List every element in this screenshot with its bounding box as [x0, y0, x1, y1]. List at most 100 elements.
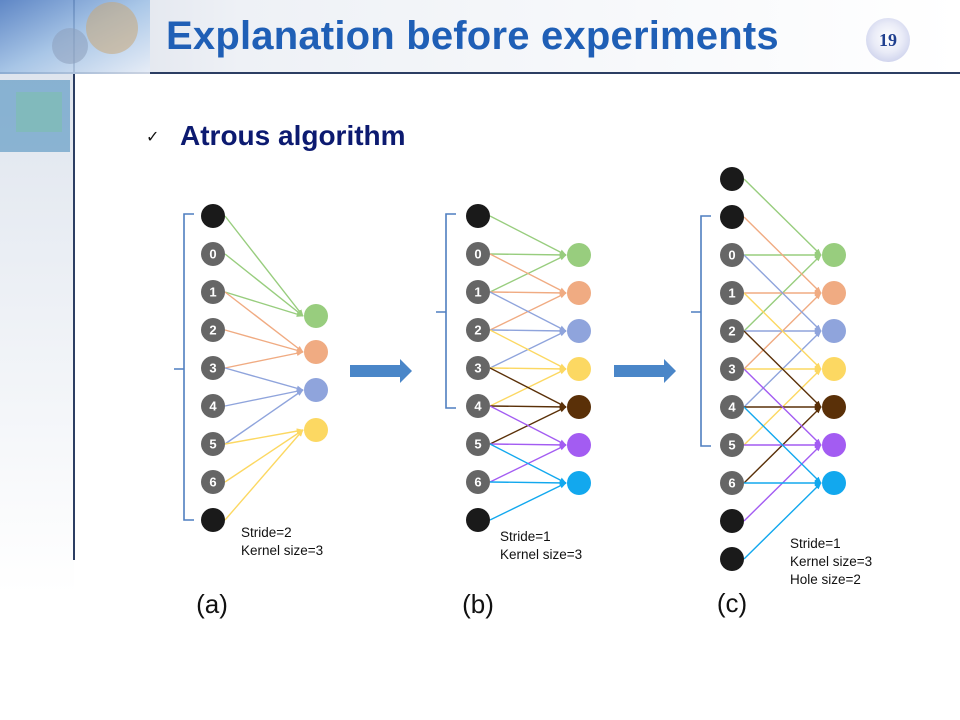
input-node-label: 0 [728, 248, 735, 263]
input-node [201, 242, 225, 266]
input-node-label: 4 [209, 399, 217, 414]
transition-arrow [614, 359, 676, 383]
page-title: Explanation before experiments [166, 14, 779, 58]
input-node-label: 3 [728, 362, 735, 377]
input-bracket [436, 213, 456, 409]
padding-node [720, 205, 744, 229]
connection-arrow [224, 428, 304, 445]
input-node-label: 6 [474, 475, 481, 490]
bullet-text: Atrous algorithm [180, 120, 406, 151]
connection-arrow [489, 291, 567, 332]
padding-node [201, 508, 225, 532]
input-node [466, 470, 490, 494]
connection-arrow [224, 291, 304, 353]
padding-node [201, 204, 225, 228]
connection-arrow [743, 216, 822, 294]
input-node [201, 394, 225, 418]
input-node [466, 280, 490, 304]
padding-node [720, 167, 744, 191]
input-node-label: 5 [728, 438, 735, 453]
connection-arrow [743, 482, 822, 560]
connection-arrow [489, 367, 567, 408]
padding-node [466, 204, 490, 228]
input-node [201, 470, 225, 494]
connection-arrow [489, 253, 567, 294]
input-node [720, 395, 744, 419]
padding-node [720, 509, 744, 533]
parameter-label: Stride=2 [241, 525, 292, 540]
connection-arrow [489, 329, 567, 370]
output-node [567, 433, 591, 457]
left-rule [73, 0, 75, 560]
input-node [466, 242, 490, 266]
connection-arrow [224, 429, 304, 483]
input-node [720, 357, 744, 381]
connection-arrow [489, 328, 567, 334]
connection-arrow [743, 178, 822, 256]
header-rule [0, 72, 960, 74]
input-node [466, 394, 490, 418]
input-node [720, 471, 744, 495]
input-node [720, 319, 744, 343]
output-node [822, 471, 846, 495]
input-node-label: 2 [728, 324, 735, 339]
input-node [720, 243, 744, 267]
output-node [822, 433, 846, 457]
checkmark-icon: ✓ [146, 126, 160, 146]
input-node-label: 1 [474, 285, 481, 300]
output-node [304, 304, 328, 328]
input-node-label: 4 [474, 399, 482, 414]
parameter-label: Hole size=2 [790, 572, 861, 587]
output-node [822, 357, 846, 381]
connection-arrow [224, 350, 304, 369]
connection-arrow [489, 366, 567, 372]
input-node [466, 432, 490, 456]
input-node [201, 356, 225, 380]
input-node [466, 318, 490, 342]
page-number: 19 [879, 29, 897, 50]
input-node-label: 2 [209, 323, 216, 338]
connection-arrow [743, 330, 822, 408]
output-node [304, 378, 328, 402]
page-number-badge: 19 [866, 18, 910, 62]
input-node-label: 0 [474, 247, 481, 262]
left-panel [0, 74, 74, 594]
connection-arrow [224, 215, 304, 317]
parameter-label: Kernel size=3 [241, 543, 323, 558]
input-node [201, 432, 225, 456]
input-node-label: 0 [209, 247, 216, 262]
output-node [567, 319, 591, 343]
parameter-label: Kernel size=3 [500, 547, 582, 562]
connection-arrow [743, 368, 822, 446]
input-node [466, 356, 490, 380]
input-node-label: 2 [474, 323, 481, 338]
connection-arrow [224, 291, 304, 317]
connection-arrow [224, 389, 304, 445]
connection-arrow [743, 292, 822, 370]
parameter-label: Kernel size=3 [790, 554, 872, 569]
parameter-label: Stride=1 [790, 536, 841, 551]
connection-arrow [224, 388, 304, 407]
input-node-label: 5 [474, 437, 481, 452]
transition-arrow [350, 359, 412, 383]
padding-node [720, 547, 744, 571]
output-node [567, 243, 591, 267]
connection-arrow [743, 406, 822, 484]
parameter-label: Stride=1 [500, 529, 551, 544]
connection-arrow [489, 480, 567, 486]
input-node [201, 318, 225, 342]
output-node [822, 319, 846, 343]
connection-arrow [224, 367, 304, 391]
connection-arrow [489, 215, 567, 256]
input-bracket [691, 215, 711, 447]
coin-artwork [86, 2, 138, 54]
input-node-label: 3 [209, 361, 216, 376]
input-node-label: 4 [728, 400, 736, 415]
output-node [567, 281, 591, 305]
input-node [201, 280, 225, 304]
output-node [822, 281, 846, 305]
output-node [567, 395, 591, 419]
output-node [304, 340, 328, 364]
